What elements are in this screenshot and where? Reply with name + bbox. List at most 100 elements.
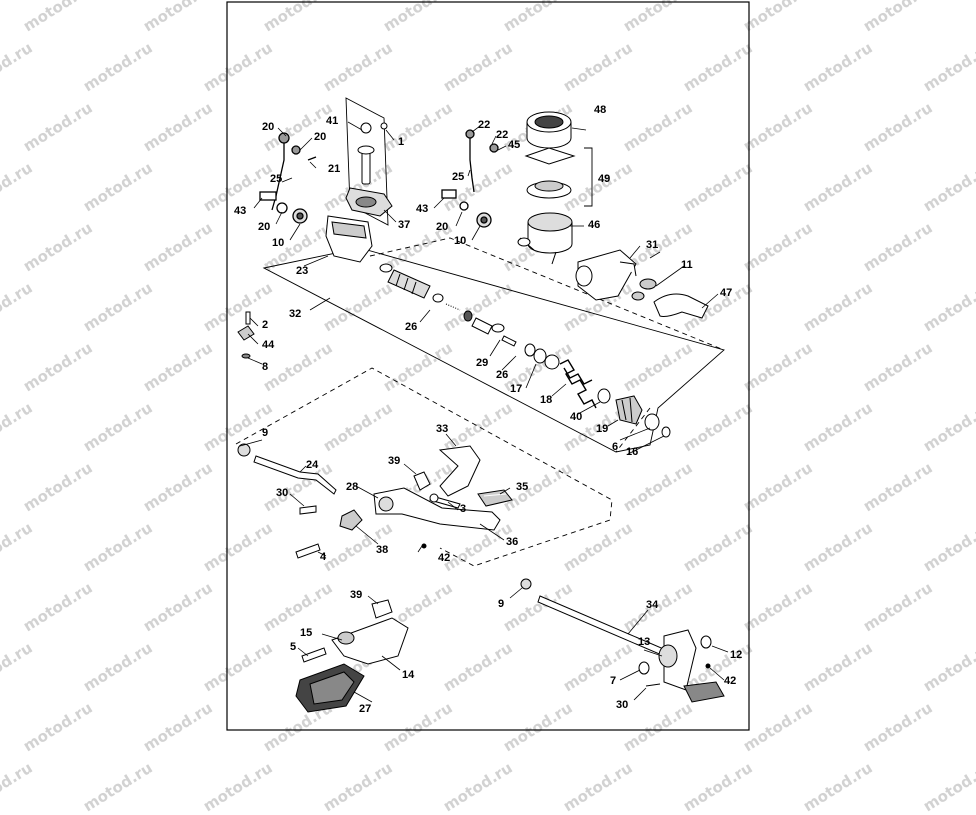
callout-c33: 33 [436,423,448,435]
part-rod-24 [237,443,337,495]
callout-c12: 12 [730,649,742,661]
part-seals-17 [524,343,560,370]
part-brake-line-right [441,129,499,228]
callout-c19: 19 [596,423,608,435]
callout-c16: 16 [626,446,638,458]
leader-lines [239,121,729,703]
callout-c46: 46 [588,219,600,231]
callout-c34: 34 [646,599,659,611]
callout-c25a: 25 [270,173,282,185]
parts-diagram: 1234567899101011121314151617181920202020… [226,1,750,731]
callout-c43a: 43 [234,205,246,217]
part-brake-line-left [259,132,317,224]
callout-c35: 35 [516,481,528,493]
callout-c8: 8 [262,361,268,373]
callout-c24: 24 [306,459,319,471]
part-clamp-11 [631,278,657,301]
watermark-text: motod.ru [800,758,876,815]
callout-c42a: 42 [438,552,450,564]
part-pedal-13 [658,629,725,703]
callout-c10a: 10 [272,237,284,249]
part-pin-3 [429,493,461,509]
callout-c47: 47 [720,287,732,299]
part-bolt-4 [295,543,321,559]
callout-c28: 28 [346,481,358,493]
part-cover-37 [345,187,393,217]
outline-upper-dashed [369,237,725,453]
part-boot-19 [615,395,643,425]
diagram-frame [226,1,750,731]
callout-c5: 5 [290,641,296,653]
watermark-text: motod.ru [320,758,396,815]
part-diaphragm-49 [524,147,576,199]
callout-c32: 32 [289,308,301,320]
part-cap-48 [526,111,572,149]
callout-c20c: 20 [258,221,270,233]
callout-c20d: 20 [436,221,448,233]
callout-c30b: 30 [616,699,628,711]
part-bolt-30 [299,505,317,515]
callout-c20a: 20 [262,121,274,133]
watermark-text: motod.ru [80,758,156,815]
callout-c14: 14 [402,669,415,681]
callout-c4: 4 [320,551,327,563]
part-pad-35 [477,489,513,507]
callout-c10b: 10 [454,235,466,247]
outline-41-bracket [345,97,389,226]
callout-c41: 41 [326,115,338,127]
part-lever-33 [438,445,481,497]
callout-c38: 38 [376,544,388,556]
callout-c42b: 42 [724,675,736,687]
watermark-text: motod.ru [200,758,276,815]
bracket-49 [584,147,593,207]
callout-c39b: 39 [350,589,362,601]
callout-c9b: 9 [498,598,504,610]
callout-c26a: 26 [405,321,417,333]
watermark-text: motod.ru [440,758,516,815]
watermark-text: motod.ru [920,758,976,815]
part-piston-26 [379,263,517,347]
part-bolt-5 [301,647,327,663]
part-footrest-14 [331,599,409,665]
callout-c23: 23 [296,265,308,277]
part-pivot-38 [339,509,363,531]
watermark-text: motod.ru [560,758,636,815]
part-reservoir-23 [325,215,373,263]
callout-c9a: 9 [262,427,268,439]
part-small-2-44-8 [237,311,255,359]
callout-c48: 48 [594,104,606,116]
callout-c22b: 22 [496,129,508,141]
part-pad-27 [295,663,365,713]
callout-c3: 3 [460,503,466,515]
part-pedal-arm-36 [373,487,501,531]
part-reservoir-46 [517,212,573,265]
callout-c29: 29 [476,357,488,369]
watermark-text: motod.ru [0,758,36,815]
callout-c27: 27 [359,703,371,715]
part-washer-40 [597,388,611,404]
callout-c21: 21 [328,163,340,175]
callout-c25b: 25 [452,171,464,183]
callout-c18: 18 [540,394,552,406]
callout-c13: 13 [638,636,650,648]
callout-c11: 11 [681,259,693,271]
part-body-31 [575,249,637,301]
part-bushing-39 [413,471,431,491]
callout-c1: 1 [398,136,404,148]
callout-c15: 15 [300,627,312,639]
callout-c40: 40 [570,411,582,423]
part-spring-18 [559,359,597,409]
outline-lower-dashed [235,367,613,567]
part-hose-47 [653,293,709,319]
callout-c39a: 39 [388,455,400,467]
callout-c2: 2 [262,319,268,331]
callout-c37: 37 [398,219,410,231]
callout-c36: 36 [506,536,518,548]
callout-c44: 44 [262,339,275,351]
callout-c30a: 30 [276,487,288,499]
callout-c20b: 20 [314,131,326,143]
callout-c49: 49 [598,173,610,185]
callout-c43b: 43 [416,203,428,215]
part-bolts-left [357,122,388,185]
